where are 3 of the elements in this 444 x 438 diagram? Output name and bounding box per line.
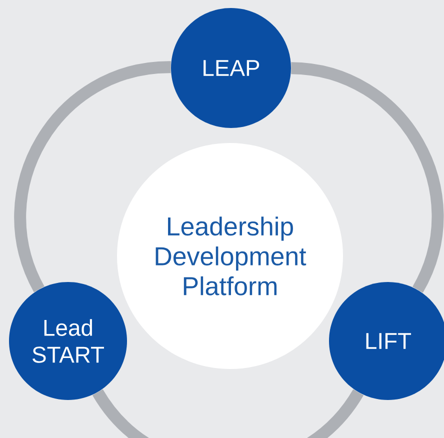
ring-arc: [290, 62, 444, 292]
ring-arc: [14, 61, 172, 292]
ring-arc: [92, 388, 364, 438]
